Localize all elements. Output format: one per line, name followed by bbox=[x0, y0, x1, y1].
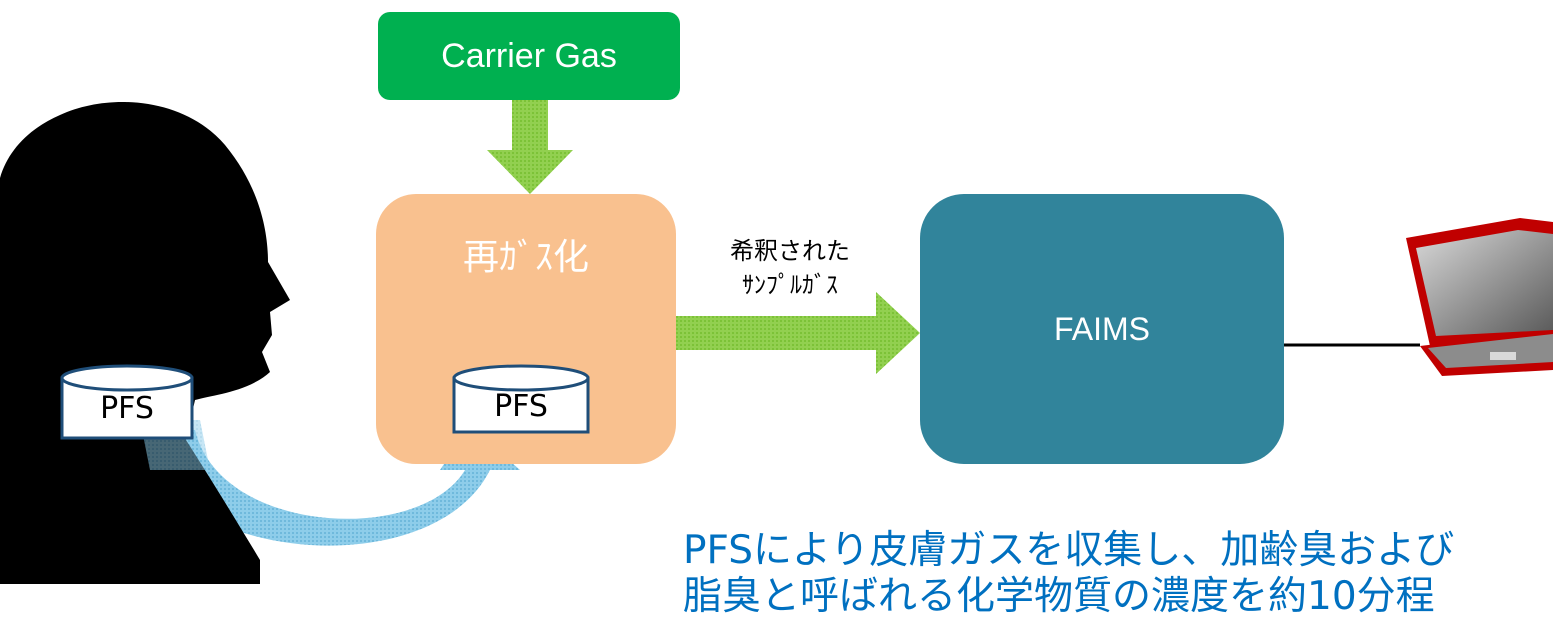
regasification-label: 再ｶﾞｽ化 bbox=[462, 237, 589, 278]
diluted-label-line1: 希釈された bbox=[730, 237, 850, 265]
laptop-icon bbox=[1406, 218, 1553, 376]
carrier-gas-label: Carrier Gas bbox=[441, 36, 617, 75]
faims-label: FAIMS bbox=[1053, 310, 1150, 347]
carrier-down-arrow bbox=[487, 100, 573, 194]
regasification-box: 再ｶﾞｽ化 PFS bbox=[376, 194, 676, 464]
curved-transfer-arrow bbox=[140, 425, 520, 546]
diluted-label-line2: ｻﾝﾌﾟﾙｶﾞｽ bbox=[742, 271, 838, 299]
diluted-sample-label: 希釈された ｻﾝﾌﾟﾙｶﾞｽ bbox=[690, 234, 890, 302]
sample-gas-arrow bbox=[676, 292, 920, 374]
pfs-neck-label: PFS bbox=[100, 391, 154, 426]
pfs-cylinder-regas: PFS bbox=[452, 364, 590, 434]
caption-text: PFSにより皮膚ガスを収集し、加齢臭および 脂臭と呼ばれる化学物質の濃度を約10… bbox=[683, 528, 1553, 620]
pfs-regas-label: PFS bbox=[494, 389, 548, 424]
diagram-canvas: PFS Carrier Gas 再ｶﾞｽ化 PFS bbox=[0, 12, 1553, 619]
diagram-graphics: PFS bbox=[0, 100, 1553, 584]
caption-line2: 脂臭と呼ばれる化学物質の濃度を約10分程 bbox=[683, 574, 1435, 619]
pfs-cylinder-neck: PFS bbox=[60, 364, 194, 440]
faims-box: FAIMS bbox=[920, 194, 1284, 464]
caption-line1: PFSにより皮膚ガスを収集し、加齢臭および bbox=[683, 528, 1455, 573]
carrier-gas-box: Carrier Gas bbox=[378, 12, 680, 100]
